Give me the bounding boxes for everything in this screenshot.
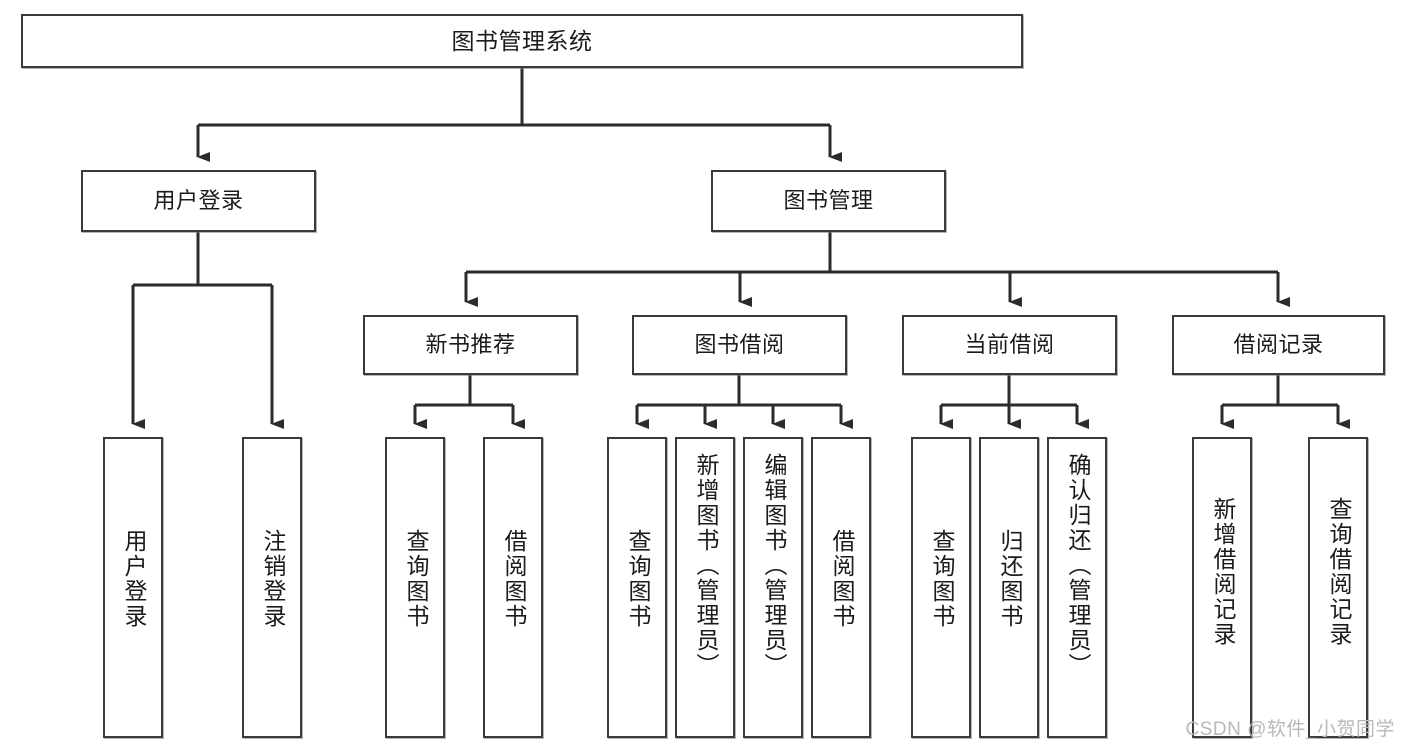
leaf-logout[interactable]: 注销登录 [242,437,302,738]
leaf-add-borrow-record[interactable]: 新增借阅记录 [1192,437,1252,738]
node-label: 编辑图书（管理员） [760,453,787,678]
leaf-return-book[interactable]: 归还图书 [979,437,1039,738]
node-label: 用户登录 [120,529,147,629]
node-label: 借阅图书 [828,529,855,629]
node-current-borrow[interactable]: 当前借阅 [902,315,1117,375]
node-label: 确认归还（管理员） [1064,453,1091,678]
node-borrow-record[interactable]: 借阅记录 [1172,315,1385,375]
leaf-borrow-book-recommend[interactable]: 借阅图书 [483,437,543,738]
node-label: 图书管理 [783,188,874,214]
node-label: 注销登录 [259,529,286,629]
leaf-borrow-book[interactable]: 借阅图书 [811,437,871,738]
leaf-query-book-recommend[interactable]: 查询图书 [385,437,445,738]
leaf-user-login[interactable]: 用户登录 [103,437,163,738]
leaf-confirm-return-admin[interactable]: 确认归还（管理员） [1047,437,1107,738]
node-root[interactable]: 图书管理系统 [21,14,1023,68]
node-label: 借阅记录 [1233,332,1324,358]
node-label: 查询图书 [624,529,651,629]
node-label: 用户登录 [153,188,244,214]
node-user-login[interactable]: 用户登录 [81,170,316,232]
leaf-query-book-borrow[interactable]: 查询图书 [607,437,667,738]
node-label: 查询图书 [402,529,429,629]
node-label: 查询借阅记录 [1325,497,1352,647]
leaf-query-borrow-record[interactable]: 查询借阅记录 [1308,437,1368,738]
node-label: 图书借阅 [694,332,785,358]
node-label: 新书推荐 [425,332,516,358]
node-label: 归还图书 [996,529,1023,629]
leaf-edit-book-admin[interactable]: 编辑图书（管理员） [743,437,803,738]
node-book-borrow[interactable]: 图书借阅 [632,315,847,375]
node-label: 查询图书 [928,529,955,629]
node-label: 图书管理系统 [451,27,593,54]
node-label: 新增图书（管理员） [692,453,719,678]
node-label: 新增借阅记录 [1209,497,1236,647]
leaf-query-book-current[interactable]: 查询图书 [911,437,971,738]
leaf-add-book-admin[interactable]: 新增图书（管理员） [675,437,735,738]
node-label: 当前借阅 [964,332,1055,358]
node-book-management[interactable]: 图书管理 [711,170,946,232]
watermark-text: CSDN @软件_小贺同学 [1185,719,1395,740]
node-label: 借阅图书 [500,529,527,629]
node-new-book-recommend[interactable]: 新书推荐 [363,315,578,375]
